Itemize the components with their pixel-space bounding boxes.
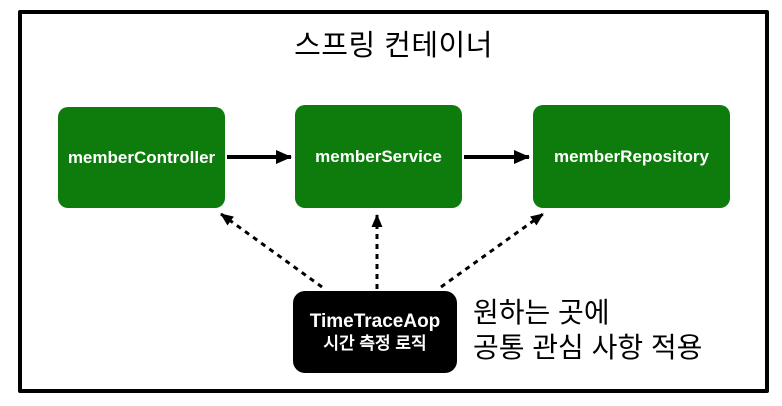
aop-annotation: 원하는 곳에 공통 관심 사항 적용: [473, 295, 702, 365]
dashed-arrow-aop-to-repository: [440, 212, 544, 289]
aop-annotation-line2: 공통 관심 사항 적용: [473, 332, 703, 363]
node-member-service-label: memberService: [315, 146, 442, 166]
node-member-controller-label: memberController: [67, 147, 216, 167]
node-time-trace-aop: TimeTraceAop 시간 측정 로직: [293, 291, 457, 373]
aop-annotation-line1: 원하는 곳에: [473, 297, 610, 328]
node-member-repository: memberRepository: [533, 105, 730, 208]
spring-container-frame: [18, 10, 769, 393]
container-title: 스프링 컨테이너: [294, 30, 493, 62]
dashed-arrow-aop-to-controller: [220, 212, 323, 289]
node-member-service: memberService: [295, 105, 462, 208]
node-member-repository-label: memberRepository: [554, 146, 709, 166]
time-trace-aop-title: TimeTraceAop: [309, 310, 441, 332]
time-trace-aop-subtitle: 시간 측정 로직: [323, 333, 427, 353]
node-member-controller: memberController: [58, 107, 225, 208]
